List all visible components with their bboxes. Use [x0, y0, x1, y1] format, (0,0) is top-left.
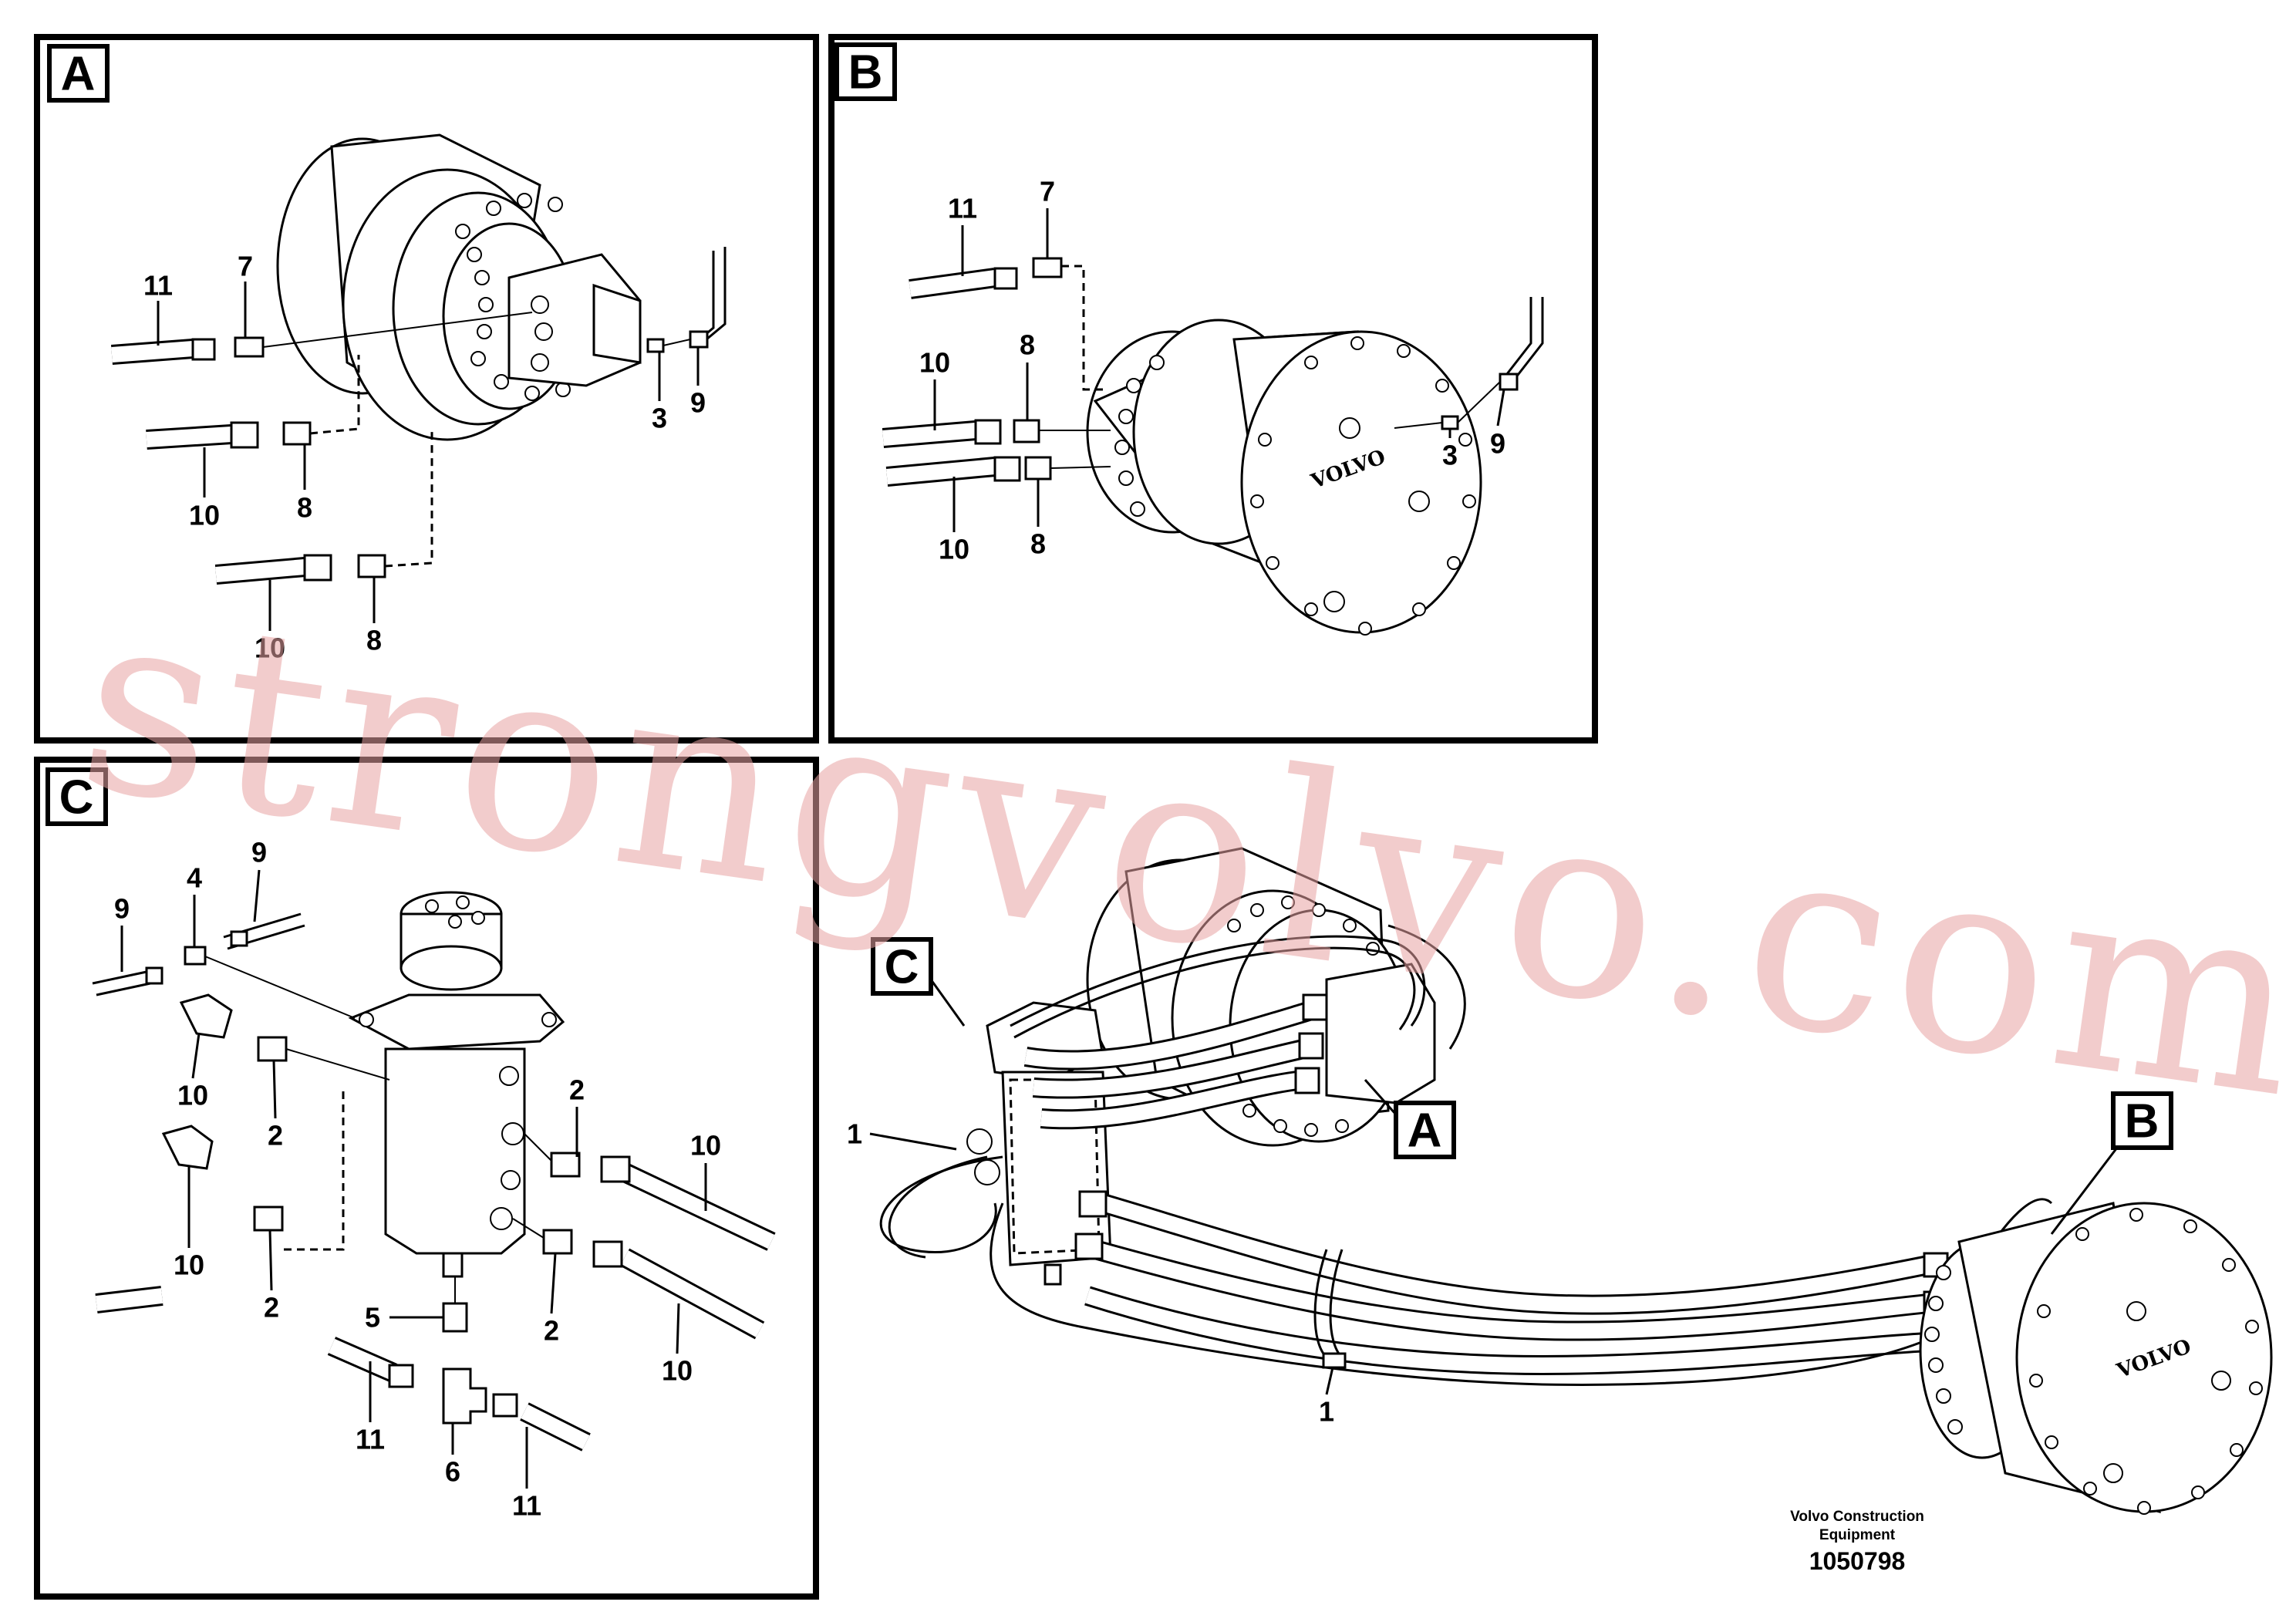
panel-b-callouts: 11 7 10 8 10 8 3 9: [919, 176, 1505, 565]
panel-c-tee-fitting-6: [442, 1367, 487, 1425]
callout-10: 10: [939, 534, 969, 565]
panel-b: B VOLVO: [828, 34, 1598, 744]
footer-line-1: Volvo Construction: [1790, 1509, 1924, 1525]
callout-7: 7: [238, 251, 253, 282]
overview-hose-bundle: [879, 924, 2053, 1386]
panel-b-frame: [828, 34, 1598, 744]
overview-left-flange-bolts: [1227, 895, 1380, 1137]
panel-a-hose-end-11: [191, 338, 216, 361]
panel-b-badge-label: B: [848, 46, 883, 99]
callout-10: 10: [255, 632, 285, 664]
callout-3: 3: [1442, 440, 1458, 471]
overview-right-motor: VOLVO: [1919, 1202, 2273, 1515]
panel-c-fitting-5: [442, 1302, 468, 1333]
callout-11: 11: [143, 270, 173, 302]
panel-c-badge: [46, 767, 108, 826]
callout-10: 10: [662, 1355, 693, 1387]
panel-b-end-cover: [1240, 330, 1482, 634]
panel-a-dashed-connectors: [262, 312, 691, 568]
callout-11: 11: [512, 1490, 541, 1522]
overview-hose-clamp: [1313, 1249, 1347, 1369]
panel-b-dashed-connectors: [1039, 265, 1501, 469]
panel-a-flange-bolts: [455, 193, 571, 401]
panel-c-callouts: 9 4 9 10 2 10 2 2 10 2 10 5 11: [114, 837, 721, 1522]
overview-badge-b: [2111, 1091, 2173, 1150]
callout-10: 10: [919, 347, 950, 379]
panel-b-cover-bolts: [1250, 336, 1476, 636]
callout-9: 9: [251, 837, 267, 868]
callout-9: 9: [1490, 428, 1505, 460]
overview-badge-b-label: B: [2125, 1095, 2159, 1148]
overview-assembly: VOLVO C A B 1 1: [847, 847, 2273, 1515]
callout-6: 6: [445, 1456, 460, 1488]
callout-7: 7: [1040, 176, 1055, 207]
overview-badge-c-label: C: [885, 941, 919, 994]
panel-a-badge-label: A: [61, 48, 96, 101]
callout-3: 3: [652, 403, 667, 434]
panel-a-fitting-7: [234, 336, 265, 358]
callout-10: 10: [189, 500, 220, 531]
overview-detail-labels: C A B: [871, 937, 2173, 1235]
overview-badge-a: [1394, 1101, 1456, 1159]
overview-right-flange-bolts: [1924, 1265, 1963, 1435]
overview-callouts: 1 1: [847, 1118, 1334, 1428]
panel-b-travel-motor: VOLVO: [1086, 319, 1482, 636]
part-number: 1050798: [1809, 1547, 1906, 1575]
callout-2: 2: [569, 1074, 585, 1106]
callout-2: 2: [544, 1315, 559, 1347]
panel-a: A: [34, 34, 819, 744]
callout-2: 2: [264, 1292, 279, 1324]
callout-9: 9: [690, 387, 706, 419]
overview-badge-a-label: A: [1408, 1104, 1442, 1158]
callout-2: 2: [268, 1120, 283, 1152]
callout-1: 1: [847, 1118, 862, 1150]
callout-9: 9: [114, 893, 130, 925]
footer-block: Volvo Construction Equipment 1050798: [1790, 1509, 1924, 1575]
panel-c-dashed-connectors: [204, 956, 552, 1303]
callout-8: 8: [1020, 329, 1035, 361]
callout-8: 8: [1030, 528, 1046, 560]
panel-c-frame: [34, 757, 819, 1600]
panel-b-flange-bolts: [1114, 355, 1165, 517]
callout-8: 8: [297, 492, 312, 524]
panel-a-frame: [34, 34, 819, 744]
panel-c: C: [34, 757, 819, 1600]
panel-a-badge: [47, 44, 110, 103]
overview-right-cover-bolts: [2029, 1208, 2263, 1515]
callout-10: 10: [690, 1130, 721, 1162]
overview-badge-c: [871, 937, 933, 996]
callout-5: 5: [365, 1302, 380, 1334]
footer-line-2: Equipment: [1819, 1527, 1896, 1543]
panel-c-swivel-body: [384, 1047, 526, 1255]
panel-a-callouts: 11 7 10 8 10 8 3 9: [143, 251, 706, 664]
panel-c-hoses: [92, 912, 776, 1452]
callout-10: 10: [174, 1249, 204, 1281]
panel-c-badge-label: C: [59, 771, 94, 824]
panel-b-hoses: [882, 257, 1544, 487]
callout-1: 1: [1319, 1396, 1334, 1428]
callout-11: 11: [356, 1424, 385, 1455]
panel-c-center-joint: [348, 891, 565, 1278]
callout-8: 8: [366, 625, 382, 656]
callout-11: 11: [948, 193, 977, 224]
callout-4: 4: [187, 862, 202, 894]
panel-a-travel-motor: [276, 133, 642, 441]
callout-10: 10: [177, 1080, 208, 1111]
panel-b-badge: [834, 42, 897, 101]
